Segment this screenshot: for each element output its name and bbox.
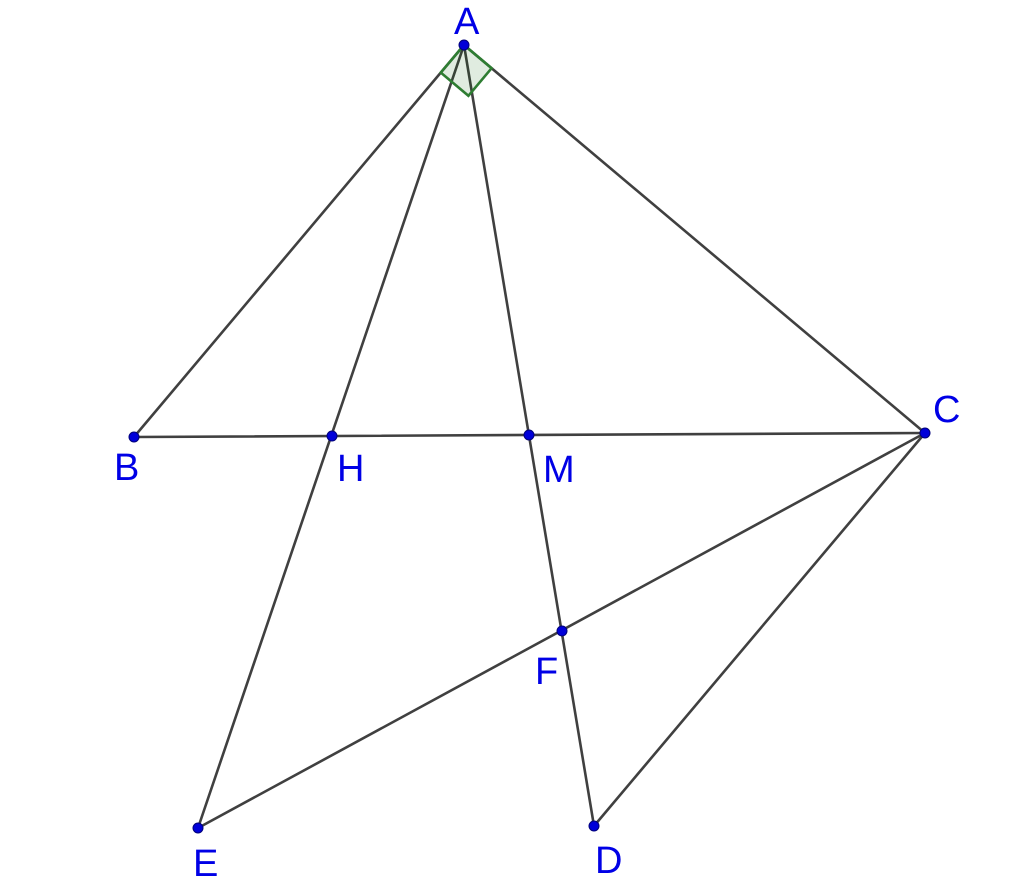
point-c [919,427,931,439]
point-d [588,820,600,832]
label-a: A [454,1,480,43]
label-h: H [337,448,364,490]
points-layer [128,39,931,834]
label-m: M [543,449,575,491]
label-c: C [933,389,960,431]
label-f: F [535,651,558,693]
point-e [192,822,204,834]
label-e: E [193,843,218,885]
labels-layer: A B C H M F E D [114,1,960,885]
point-h [326,430,338,442]
segment-ab [132,43,466,439]
segment-cd [592,431,927,828]
point-b [128,431,140,443]
point-a [458,39,470,51]
label-b: B [114,447,139,489]
point-f [556,625,568,637]
segment-ac [462,43,927,435]
point-m [523,429,535,441]
label-d: D [595,840,622,882]
right-angle-mark-a [438,43,494,98]
